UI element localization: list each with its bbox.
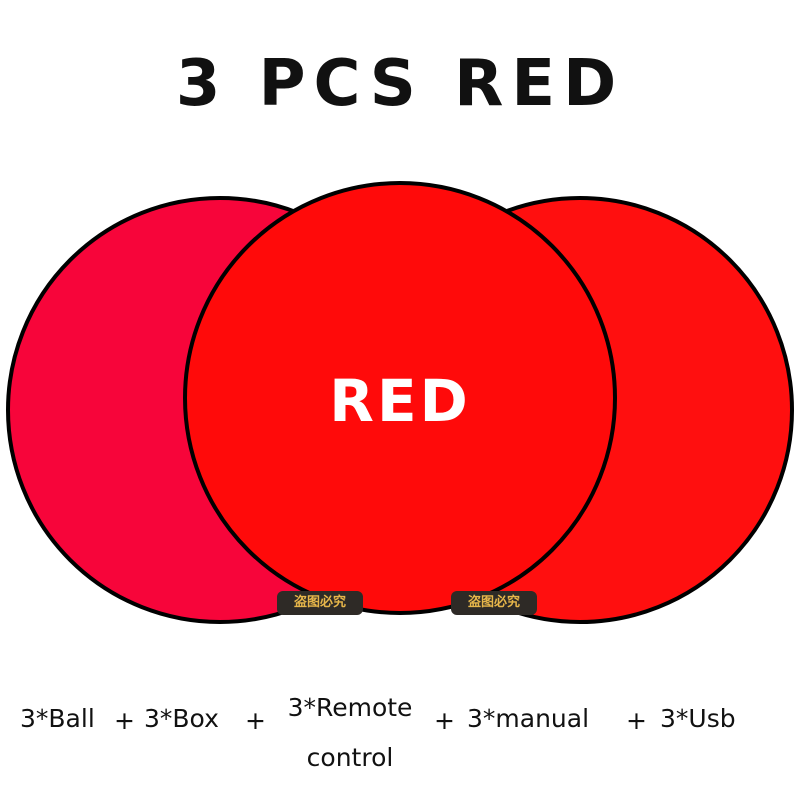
- item-manual: 3*manual: [467, 704, 590, 733]
- plus-sign-1: +: [114, 706, 135, 735]
- plus-sign-2: +: [245, 706, 266, 735]
- plus-sign-4: +: [626, 706, 647, 735]
- plus-sign-3: +: [434, 706, 455, 735]
- item-ball: 3*Ball: [20, 704, 95, 733]
- item-box: 3*Box: [144, 704, 219, 733]
- item-usb: 3*Usb: [660, 704, 736, 733]
- center-red-circle: [183, 181, 617, 615]
- watermark-badge-right: 盗图必究: [451, 591, 537, 615]
- watermark-badge-left: 盗图必究: [277, 591, 363, 615]
- item-remote-line-1: 3*Remote: [287, 693, 413, 722]
- headline: 3 PCS RED: [175, 47, 625, 121]
- item-remote-control: 3*Remote control: [260, 683, 440, 783]
- center-label: RED: [329, 367, 471, 435]
- item-remote-line-2: control: [306, 743, 394, 772]
